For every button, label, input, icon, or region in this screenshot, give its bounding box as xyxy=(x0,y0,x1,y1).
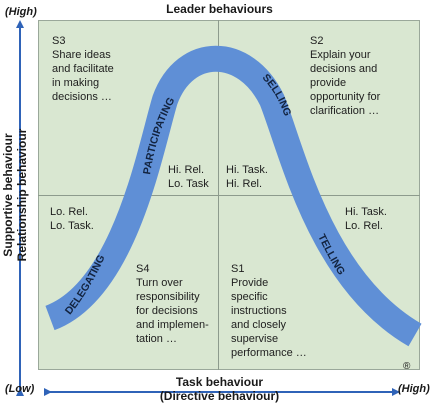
x-axis-label-line1: Task behaviour xyxy=(175,375,264,389)
s1-description: Provide specific instructions and closel… xyxy=(231,277,307,359)
hi-task-lo-rel-label: Hi. Task. Lo. Rel. xyxy=(345,206,387,232)
s3-code: S3 xyxy=(52,35,66,47)
horizontal-divider xyxy=(38,195,420,196)
s4-description: Turn over responsibility for decisions a… xyxy=(136,277,209,345)
hi-rel-lo-task-label: Hi. Rel. Lo. Task xyxy=(168,164,209,190)
x-axis-label-line2: (Directive behaviour) xyxy=(159,389,280,403)
s2-description: Explain your decisions and provide oppor… xyxy=(310,49,381,117)
s3-description: Share ideas and facilitate in making dec… xyxy=(52,49,114,103)
hi-task-hi-rel-label: Hi. Task. Hi. Rel. xyxy=(226,164,268,190)
x-axis-high-label: (High) xyxy=(398,383,430,395)
registered-mark: ® xyxy=(403,361,411,372)
y-axis-label-line1: Supportive behaviour xyxy=(1,133,15,257)
leadership-curve xyxy=(44,45,422,347)
x-axis-label: Task behaviour (Directive behaviour) xyxy=(0,375,439,403)
s1-code: S1 xyxy=(231,263,245,275)
diagram-title: Leader behaviours xyxy=(166,2,273,16)
s4-code: S4 xyxy=(136,263,150,275)
s2-code: S2 xyxy=(310,35,324,47)
y-axis-label-line2: Relationship behaviour xyxy=(15,128,29,262)
lo-rel-lo-task-label: Lo. Rel. Lo. Task. xyxy=(50,206,94,232)
y-axis-high-label: (High) xyxy=(5,6,37,18)
y-axis-low-label: (Low) xyxy=(5,383,35,395)
